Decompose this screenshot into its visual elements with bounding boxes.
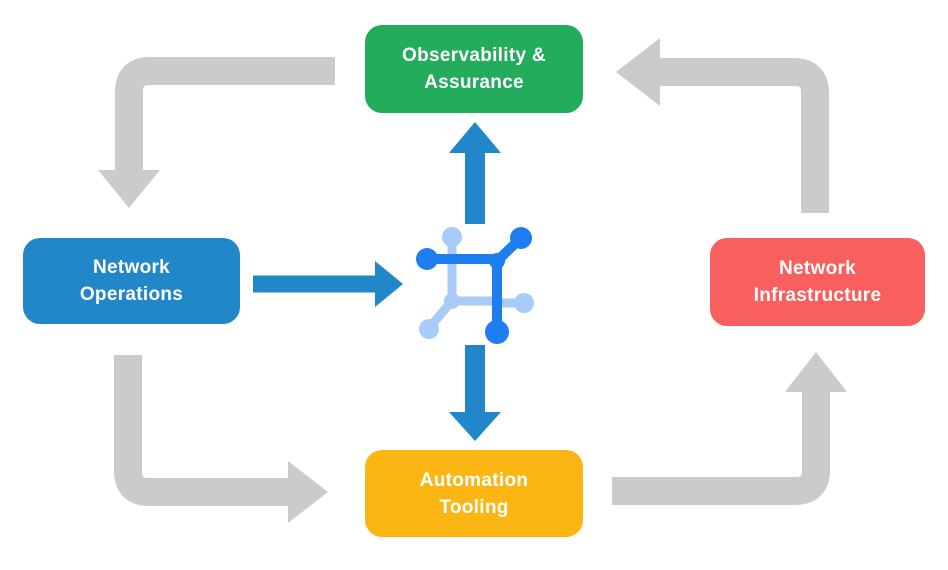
node-network-infrastructure: Network Infrastructure xyxy=(710,238,925,326)
node-label-line: Operations xyxy=(79,284,184,305)
network-nodes-icon xyxy=(416,227,534,344)
node-label-line: Observability & xyxy=(402,45,546,66)
cycle-arrow-infrastructure-to-observability xyxy=(616,38,829,213)
node-observability-assurance: Observability & Assurance xyxy=(365,25,583,113)
cycle-arrow-automation-to-infrastructure xyxy=(612,352,847,505)
node-automation-tooling: Automation Tooling xyxy=(365,450,583,537)
arrow-center-to-automation xyxy=(449,345,501,441)
node-label-line: Assurance xyxy=(424,72,524,93)
node-label-line: Infrastructure xyxy=(753,285,882,306)
cycle-arrow-operations-to-automation xyxy=(114,355,328,523)
node-label-line: Automation xyxy=(419,469,529,491)
cycle-arrow-observability-to-operations xyxy=(98,57,335,208)
node-label-line: Network xyxy=(92,257,171,278)
node-network-operations: Network Operations xyxy=(23,238,240,324)
node-label-line: Network xyxy=(778,258,857,279)
node-label-line: Tooling xyxy=(439,496,509,518)
arrow-operations-to-center xyxy=(253,261,403,307)
arrow-center-to-observability xyxy=(449,122,501,224)
